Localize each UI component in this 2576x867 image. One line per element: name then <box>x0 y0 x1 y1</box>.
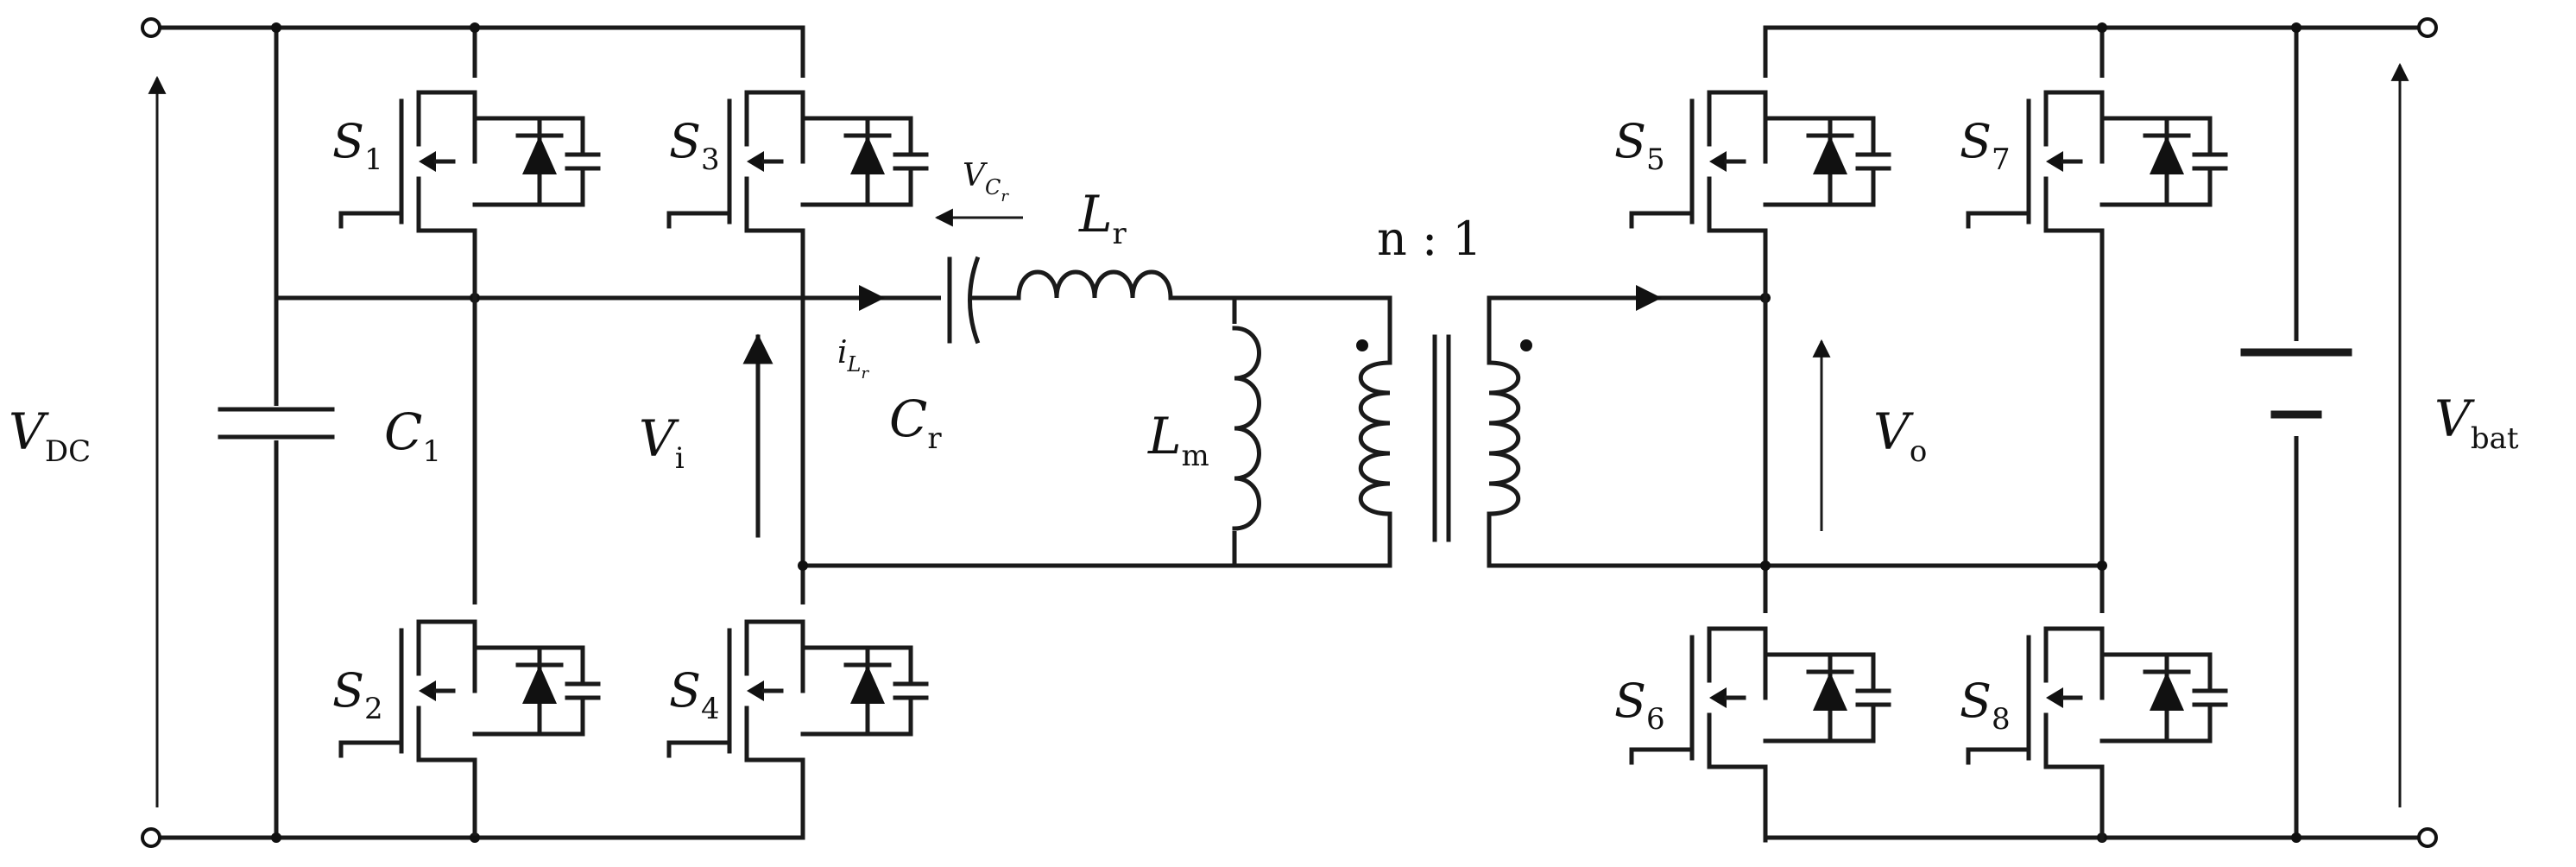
label-ilr: iLr <box>837 335 869 383</box>
battery <box>2236 341 2357 436</box>
label-vdc: VDC <box>9 402 91 469</box>
label-s8: S8 <box>1960 674 2011 737</box>
ilr-current-arrow <box>859 285 885 311</box>
terminal-dots-right <box>1760 17 2438 848</box>
label-s6: S6 <box>1614 674 1665 737</box>
label-s5: S5 <box>1614 114 1665 177</box>
label-lm: Lm <box>1147 407 1209 473</box>
label-vo: Vo <box>1873 402 1927 469</box>
terminal-dots-left <box>141 17 808 848</box>
label-vi: Vi <box>639 409 685 476</box>
label-turns-ratio: n : 1 <box>1377 212 1482 266</box>
label-s4: S4 <box>669 663 720 726</box>
inductor-lm <box>1226 324 1261 531</box>
secondary-current-arrow <box>1636 285 1662 311</box>
label-lr: Lr <box>1078 185 1127 251</box>
label-vcr: VCr <box>963 158 1009 206</box>
capacitor-c1 <box>218 406 335 440</box>
label-s7: S7 <box>1960 114 2011 177</box>
transformer <box>1356 295 1532 568</box>
label-cr: Cr <box>889 389 942 456</box>
label-s1: S1 <box>332 114 383 177</box>
label-s3: S3 <box>669 114 720 177</box>
label-c1: C1 <box>384 402 441 469</box>
inductor-lr <box>1016 269 1392 568</box>
capacitor-cr <box>941 256 1021 345</box>
label-s2: S2 <box>332 663 383 726</box>
label-vbat: Vbat <box>2434 389 2519 456</box>
